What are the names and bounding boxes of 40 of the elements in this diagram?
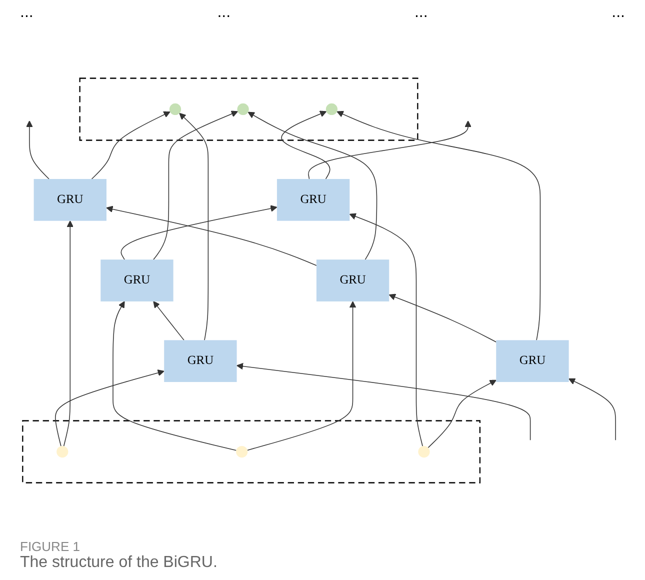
node-box: GRU	[496, 340, 569, 382]
ellipsis-label: ...	[217, 4, 231, 22]
arrow	[428, 380, 496, 448]
arrow	[106, 206, 317, 266]
node-circle	[169, 103, 182, 116]
arrow	[63, 220, 74, 447]
arrow	[281, 110, 330, 180]
arrow	[247, 301, 356, 451]
node-box: GRU	[164, 340, 237, 382]
arrow	[349, 213, 423, 447]
arrow	[568, 378, 616, 441]
arrow	[336, 110, 541, 341]
node-circle	[237, 103, 249, 116]
arrow	[388, 294, 497, 342]
arrow	[248, 112, 378, 260]
arrow	[26, 120, 50, 180]
arrow	[153, 301, 184, 341]
node-box: GRU	[100, 260, 174, 302]
ellipsis-label: ...	[612, 4, 625, 22]
ellipsis-label: ...	[20, 4, 34, 22]
ellipsis-label: ...	[414, 4, 428, 22]
figure-number: FIGURE 1	[20, 539, 81, 554]
arrow	[179, 112, 209, 341]
arrow	[308, 120, 472, 180]
arrow	[54, 370, 164, 447]
node-circle	[56, 446, 68, 458]
node-circle	[326, 103, 338, 116]
node-box: GRU	[316, 260, 390, 302]
node-circle	[236, 446, 248, 458]
arrow	[91, 111, 170, 180]
node-box: GRU	[276, 178, 350, 221]
cluster	[79, 78, 418, 141]
node-circle	[418, 446, 430, 458]
cluster	[22, 420, 481, 484]
arrow	[120, 205, 278, 260]
node-box: GRU	[34, 178, 106, 221]
arrow	[236, 362, 531, 441]
arrow	[112, 301, 237, 451]
caption: The structure of the BiGRU.	[20, 554, 218, 572]
arrow	[153, 110, 238, 260]
